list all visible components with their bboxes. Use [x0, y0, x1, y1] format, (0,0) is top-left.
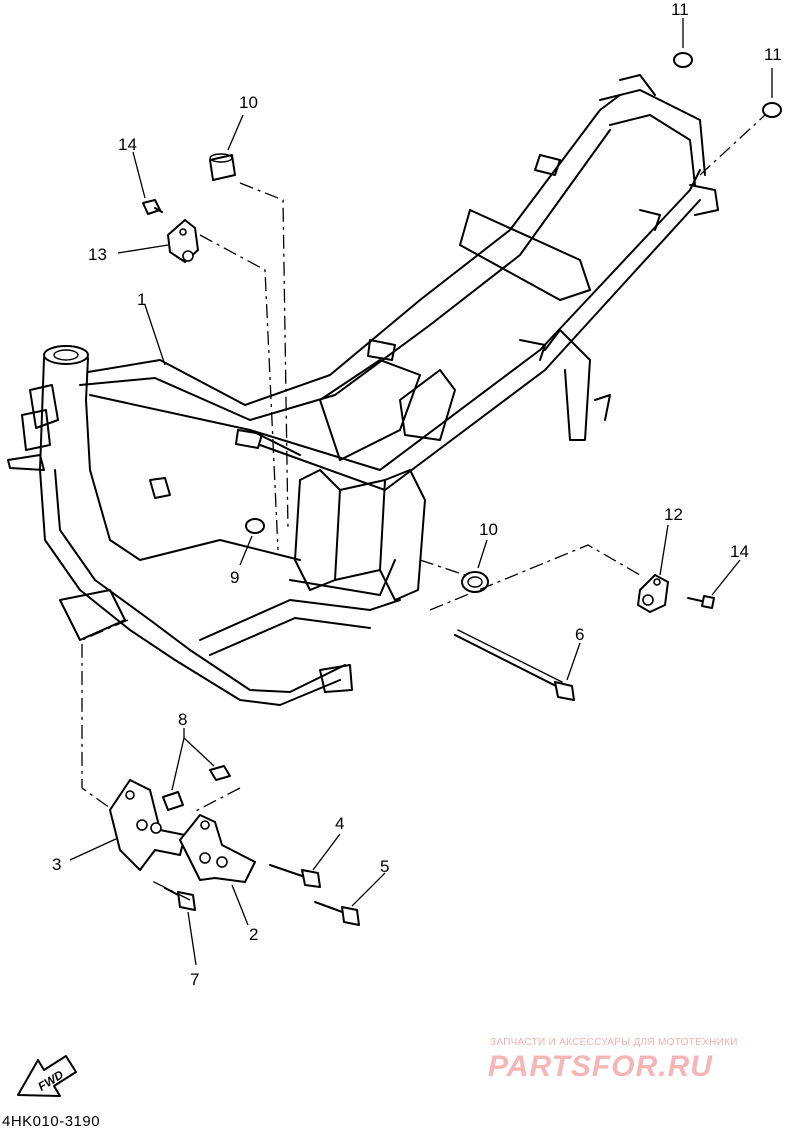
- engine-bracket-2: [179, 814, 256, 883]
- grommet-10-upper: [209, 153, 236, 181]
- callout-13: 13: [88, 245, 107, 264]
- fwd-arrow-icon: FWD: [17, 1055, 77, 1097]
- main-frame: [7, 74, 719, 706]
- bolt-4: [269, 864, 321, 888]
- grommet-10-lower: [461, 571, 489, 593]
- nut-8-upper: [209, 765, 231, 781]
- diagram-code: 4HK010-3190: [2, 1113, 101, 1130]
- engine-bracket-3: [109, 779, 186, 871]
- bolt-7: [164, 887, 196, 911]
- callout-12: 12: [664, 505, 683, 524]
- assembly-dashed-lines: [81, 114, 766, 901]
- long-bolt-6: [454, 629, 575, 701]
- cap-11-top: [673, 52, 693, 68]
- bolt-14-upper: [142, 199, 163, 215]
- watermark-subtitle: ЗАПЧАСТИ И АКСЕССУАРЫ ДЛЯ МОТОТЕХНИКИ: [490, 1037, 738, 1048]
- leader-lines: [69, 18, 773, 966]
- callout-4: 4: [335, 814, 344, 833]
- callout-7: 7: [190, 970, 199, 989]
- callout-6: 6: [575, 625, 584, 644]
- bolt-5: [314, 901, 360, 926]
- callout-14-right: 14: [730, 542, 749, 561]
- cap-11-right: [762, 102, 782, 118]
- nut-9: [245, 518, 265, 534]
- callout-10-upper: 10: [239, 93, 258, 112]
- watermark-brand-logo: PARTSFOR.RU: [488, 1050, 713, 1083]
- nut-8-lower: [162, 791, 184, 811]
- callout-14-upper: 14: [118, 135, 137, 154]
- callout-8: 8: [178, 710, 187, 729]
- callout-2: 2: [249, 925, 258, 944]
- callout-5: 5: [380, 857, 389, 876]
- callout-10-lower: 10: [479, 520, 498, 539]
- callout-11-right: 11: [764, 45, 782, 64]
- callout-3: 3: [52, 855, 61, 874]
- callout-11-top: 11: [671, 0, 689, 19]
- bolt-14-right: [687, 595, 715, 609]
- callout-1: 1: [137, 290, 146, 309]
- callout-9: 9: [230, 568, 239, 587]
- bracket-13: [167, 219, 199, 263]
- bracket-12: [637, 574, 669, 613]
